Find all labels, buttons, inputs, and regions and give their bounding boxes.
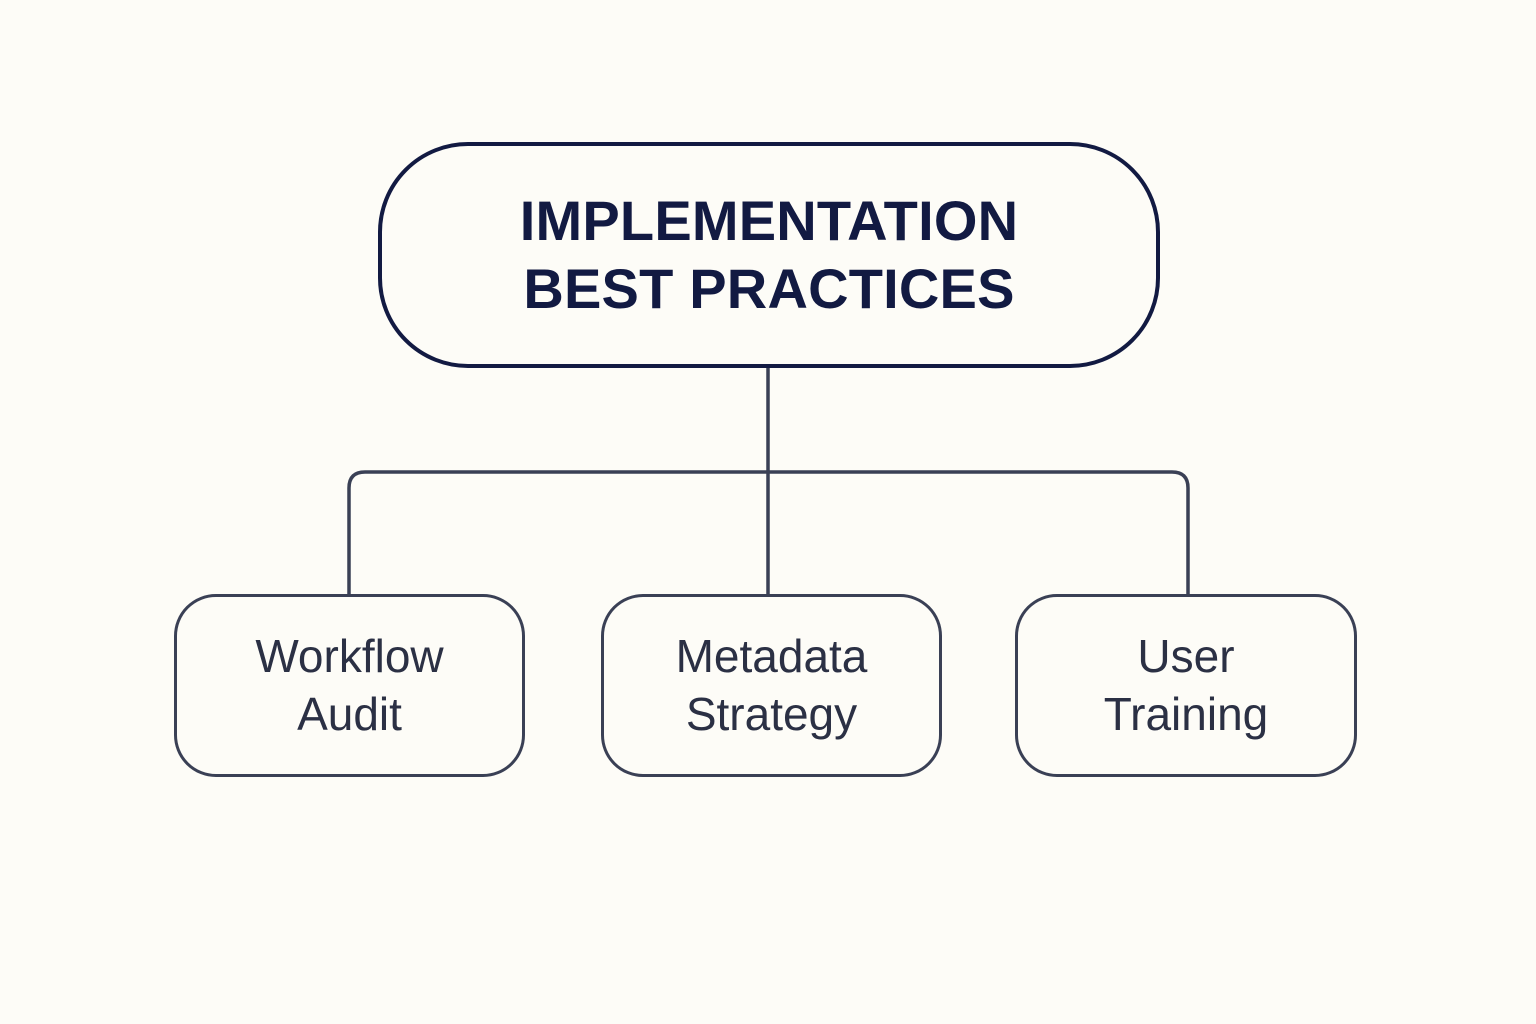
child-node-metadata-strategy[interactable]: Metadata Strategy [601,594,942,777]
child-node-workflow-audit[interactable]: Workflow Audit [174,594,525,777]
child-node-label: User Training [1103,630,1269,740]
child-node-user-training[interactable]: User Training [1015,594,1357,777]
child-node-label: Metadata Strategy [675,630,868,740]
child-node-label: Workflow Audit [255,630,444,740]
root-node-label: IMPLEMENTATION BEST PRACTICES [519,188,1019,320]
root-node[interactable]: IMPLEMENTATION BEST PRACTICES [378,142,1160,368]
connector-branch-left [347,470,768,594]
connector-branch-right [768,470,1190,594]
